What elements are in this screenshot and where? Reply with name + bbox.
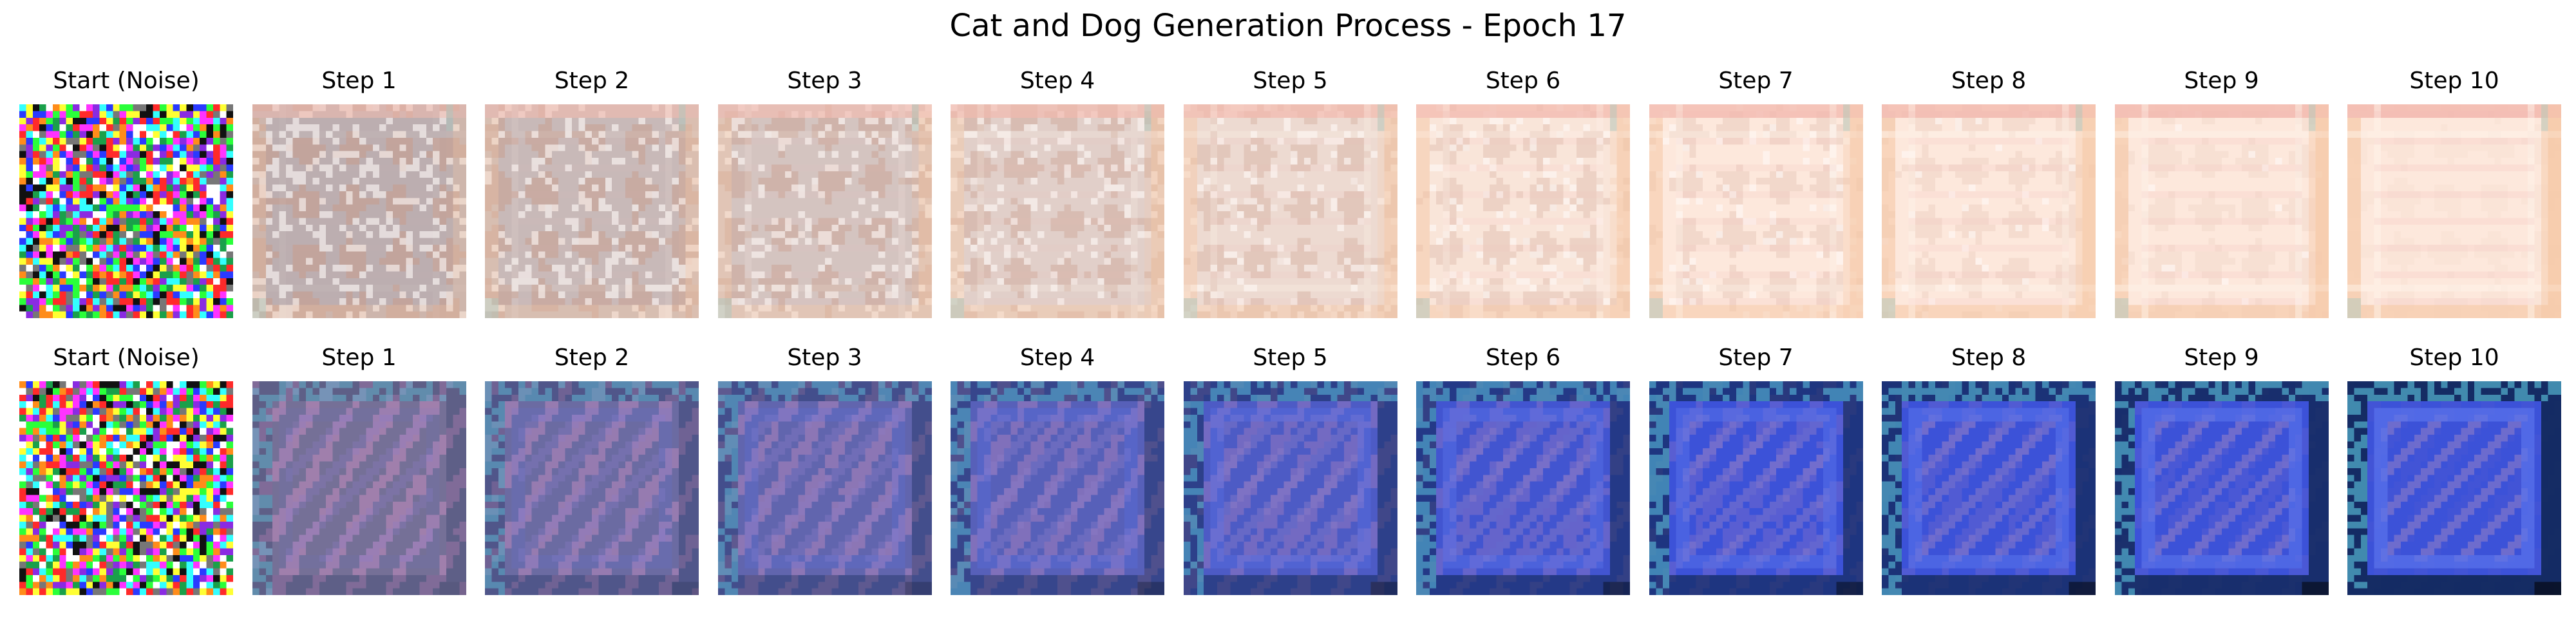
- noise-image: [19, 104, 233, 318]
- panel-title: Step 4: [1019, 345, 1095, 371]
- panel-title: Step 8: [1951, 68, 2027, 94]
- generation-panel: Step 10: [2347, 344, 2561, 595]
- panel-title: Step 3: [787, 68, 862, 94]
- generated-image: [252, 104, 466, 318]
- panel-title: Start (Noise): [53, 68, 200, 94]
- generation-panel: Step 6: [1416, 344, 1630, 595]
- generation-panel: Step 10: [2347, 67, 2561, 318]
- generation-panel: Step 5: [1183, 344, 1397, 595]
- generation-panel: Start (Noise): [19, 67, 233, 318]
- panel-title: Step 6: [1485, 68, 1561, 94]
- noise-image: [19, 381, 233, 595]
- generation-panel: Step 3: [717, 67, 932, 318]
- generation-panel: Step 5: [1183, 67, 1397, 318]
- generated-image: [2347, 381, 2561, 595]
- generation-panel: Step 4: [951, 67, 1164, 318]
- generated-image: [485, 381, 699, 595]
- generation-panel: Step 8: [1882, 67, 2096, 318]
- generation-panel: Step 6: [1416, 67, 1630, 318]
- generation-panel: Step 2: [485, 344, 699, 595]
- generation-panel: Step 9: [2114, 67, 2329, 318]
- generated-image: [2114, 104, 2329, 318]
- generation-panel: Step 9: [2114, 344, 2329, 595]
- panel-title: Step 5: [1253, 345, 1328, 371]
- generated-image: [252, 381, 466, 595]
- panel-title: Step 9: [2184, 68, 2259, 94]
- panel-title: Start (Noise): [53, 345, 200, 371]
- generation-panel: Step 2: [485, 67, 699, 318]
- generated-image: [717, 104, 932, 318]
- panel-title: Step 7: [1718, 345, 1794, 371]
- generated-image: [2347, 104, 2561, 318]
- panel-title: Step 4: [1019, 68, 1095, 94]
- generation-panel: Step 4: [951, 344, 1164, 595]
- panel-title: Step 10: [2409, 68, 2499, 94]
- generated-image: [1416, 104, 1630, 318]
- panel-title: Step 10: [2409, 345, 2499, 371]
- panel-title: Step 5: [1253, 68, 1328, 94]
- generated-image: [1882, 381, 2096, 595]
- generated-image: [1416, 381, 1630, 595]
- generated-image: [485, 104, 699, 318]
- generation-panel: Step 3: [717, 344, 932, 595]
- generated-image: [951, 381, 1164, 595]
- generated-image: [951, 104, 1164, 318]
- panel-title: Step 7: [1718, 68, 1794, 94]
- panel-title: Step 9: [2184, 345, 2259, 371]
- panel-title: Step 2: [554, 345, 630, 371]
- panel-title: Step 8: [1951, 345, 2027, 371]
- generated-image: [1649, 381, 1863, 595]
- generated-image: [717, 381, 932, 595]
- generation-panel: Start (Noise): [19, 344, 233, 595]
- generation-panel: Step 7: [1649, 344, 1863, 595]
- generated-image: [1649, 104, 1863, 318]
- generated-image: [1882, 104, 2096, 318]
- panel-title: Step 1: [321, 345, 397, 371]
- panel-title: Step 1: [321, 68, 397, 94]
- panel-title: Step 6: [1485, 345, 1561, 371]
- generation-panel: Step 8: [1882, 344, 2096, 595]
- generation-panel: Step 1: [252, 344, 466, 595]
- generated-image: [1183, 381, 1397, 595]
- figure-title: Cat and Dog Generation Process - Epoch 1…: [949, 8, 1627, 44]
- generation-panel: Step 7: [1649, 67, 1863, 318]
- panel-title: Step 3: [787, 345, 862, 371]
- panel-title: Step 2: [554, 68, 630, 94]
- generated-image: [1183, 104, 1397, 318]
- generated-image: [2114, 381, 2329, 595]
- generation-panel: Step 1: [252, 67, 466, 318]
